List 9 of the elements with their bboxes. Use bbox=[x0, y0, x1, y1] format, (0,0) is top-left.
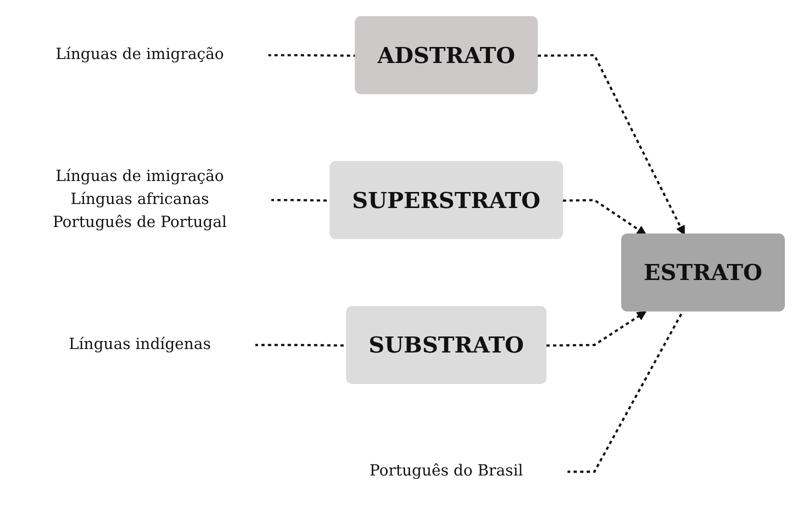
node-text: Línguas de imigração bbox=[56, 46, 224, 64]
arrow bbox=[562, 198, 646, 236]
node-text: Línguas de imigração Línguas africanas Português de Portugal bbox=[52, 168, 227, 232]
connector bbox=[268, 54, 356, 57]
arrow bbox=[546, 311, 646, 347]
connector bbox=[566, 310, 684, 473]
arrow bbox=[538, 54, 685, 236]
node-text: Português do Brasil bbox=[370, 462, 524, 480]
node-text: Línguas indígenas bbox=[68, 336, 211, 354]
